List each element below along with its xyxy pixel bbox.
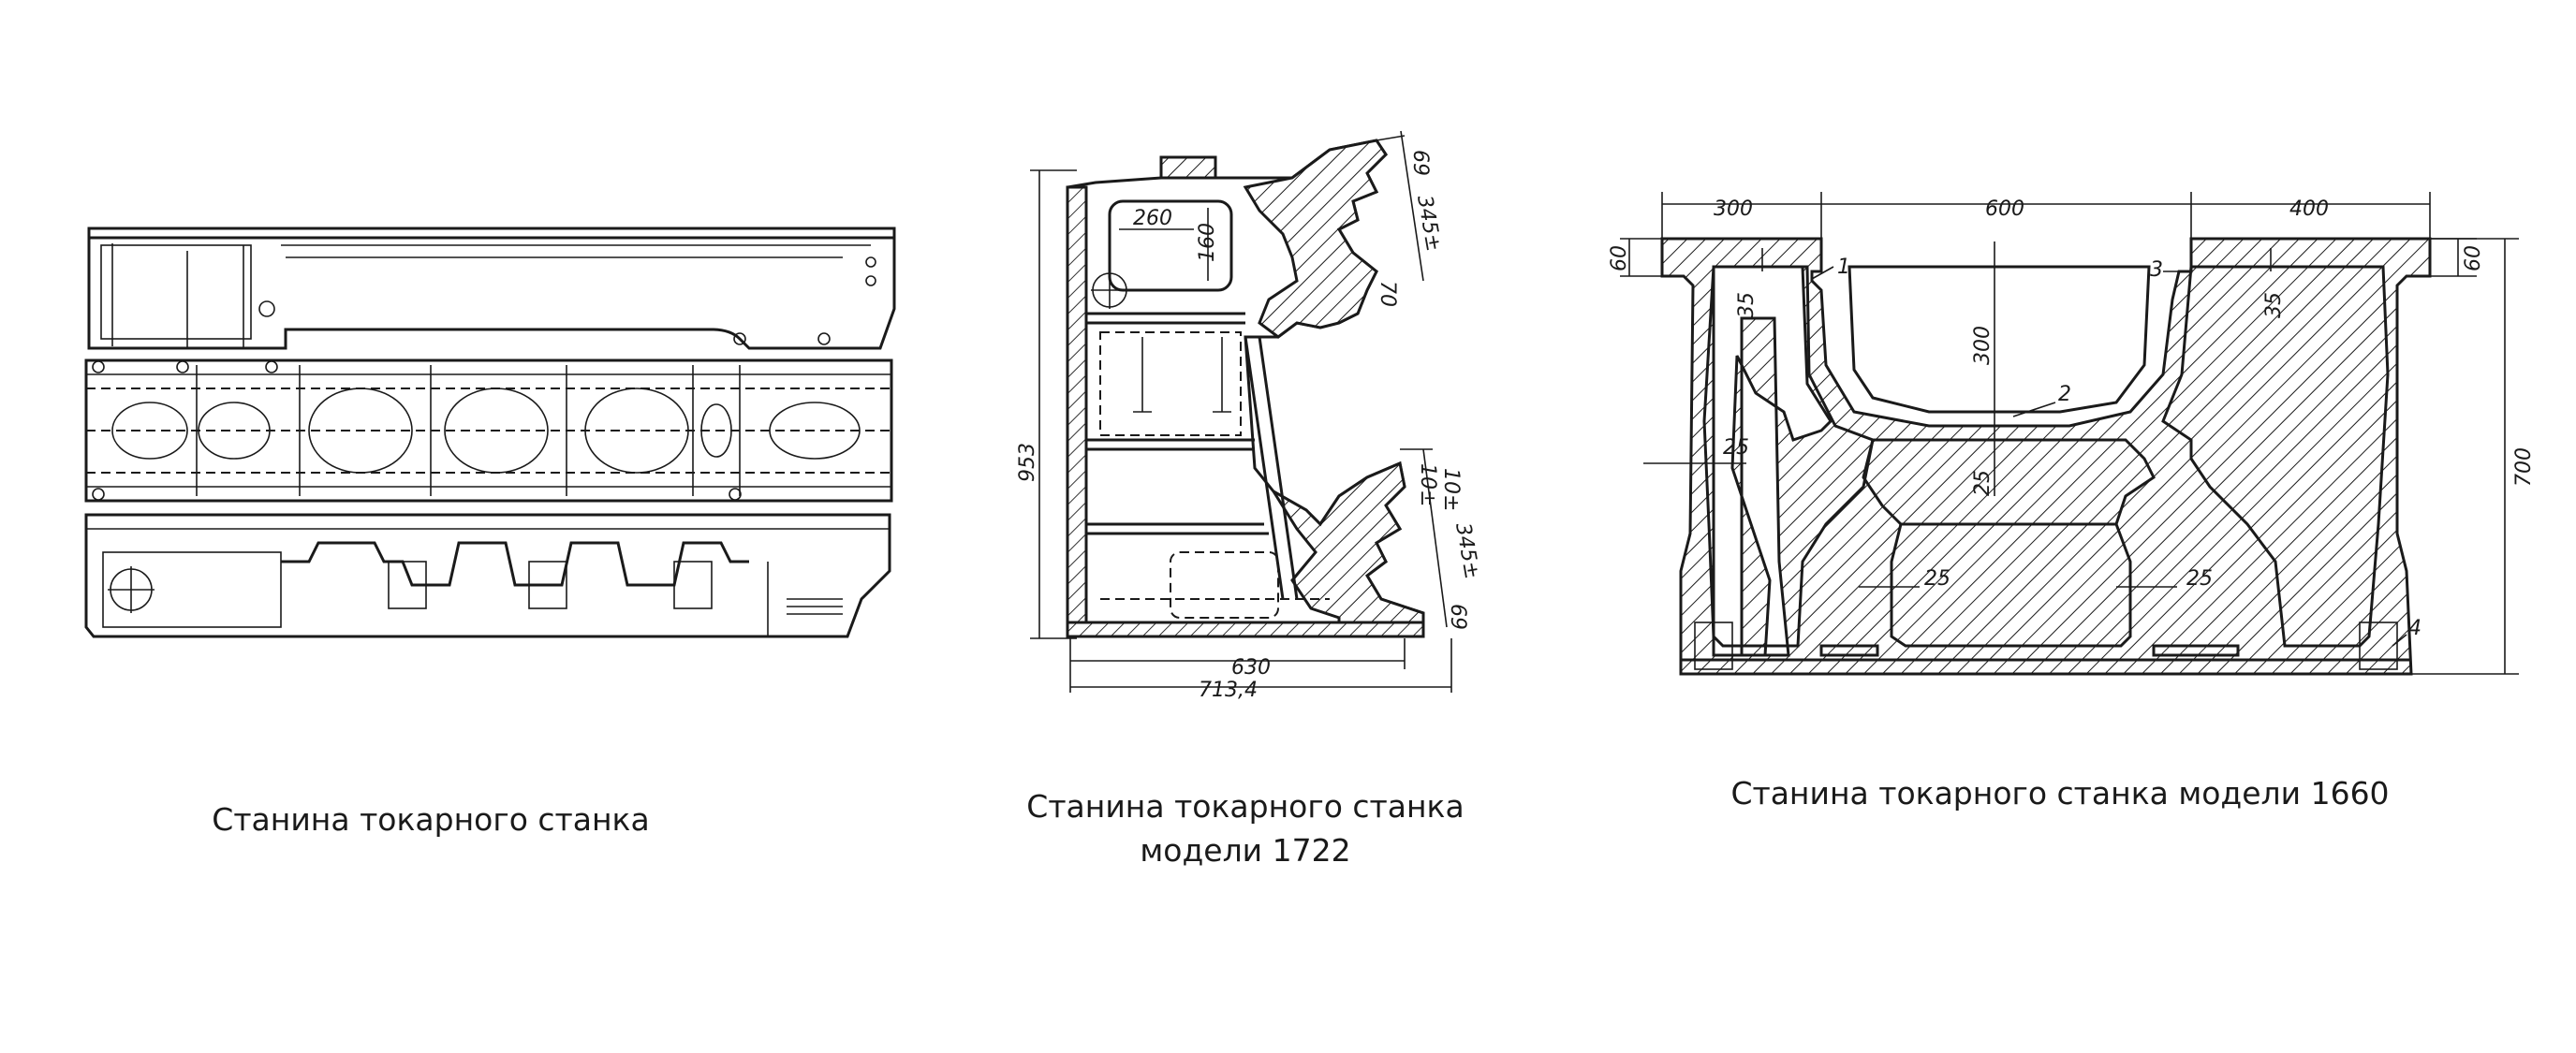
dim-345-bottom: 345± [1450,521,1483,581]
dim-35-right: 35 [2262,292,2286,318]
bed-1660-dimensions: 300 600 400 60 60 35 35 300 25 [1608,192,2536,675]
dim-300-top: 300 [1714,197,1753,221]
lathe-bed-front-view [84,513,891,638]
dim-25-mid: 25 [1971,470,1995,496]
dim-60-left: 60 [1608,245,1631,271]
dim-700: 700 [2512,447,2536,487]
dim-69-bottom: 69 [1446,604,1469,630]
callout-4: 4 [2408,617,2421,640]
dim-25-lower-left: 25 [1924,567,1950,591]
dim-600: 600 [1985,197,2024,221]
figure-bed-1660: 300 600 400 60 60 35 35 300 25 [1592,0,2576,842]
dim-260: 260 [1133,207,1172,230]
dim-70-top: 70 [1376,281,1399,307]
caption-bed-1722-line2: модели 1722 [1140,832,1351,869]
dim-25-lower-right: 25 [2186,567,2213,591]
dim-69-top: 69 [1408,150,1432,176]
dim-713-4: 713,4 [1199,679,1258,702]
dim-10-b: 10± [1439,468,1463,511]
caption-lathe-bed: Станина токарного станка [212,801,650,838]
bed-1660-drawing: 300 600 400 60 60 35 35 300 25 [1608,192,2536,676]
dim-300-mid: 300 [1971,326,1995,365]
dim-10-a: 10± [1416,463,1439,506]
caption-bed-1660: Станина токарного станка модели 1660 [1730,775,2390,812]
lathe-bed-drawing [84,227,896,638]
dim-953: 953 [1016,443,1039,482]
dim-35-left: 35 [1735,292,1759,318]
dim-25-left: 25 [1723,436,1749,460]
dim-630: 630 [1231,656,1271,680]
figure-lathe-bed: Станина токарного станка [0,0,936,842]
dim-60-right: 60 [2462,245,2485,271]
bed-1722-drawing: 953 260 160 630 713,4 69 345± 70 [1016,130,1483,702]
caption-bed-1722-line1: Станина токарного станка [1026,788,1465,825]
callout-1: 1 [1837,256,1850,279]
bed-1660-callouts: 1 2 3 4 [1811,256,2421,647]
dim-400: 400 [2289,197,2329,221]
lathe-bed-top-view [87,227,896,350]
callout-2: 2 [2058,383,2071,406]
callout-3: 3 [2150,258,2163,282]
figure-bed-1722: 953 260 160 630 713,4 69 345± 70 [936,0,1592,899]
dim-160: 160 [1196,223,1219,262]
lathe-bed-plan-view [84,358,893,503]
